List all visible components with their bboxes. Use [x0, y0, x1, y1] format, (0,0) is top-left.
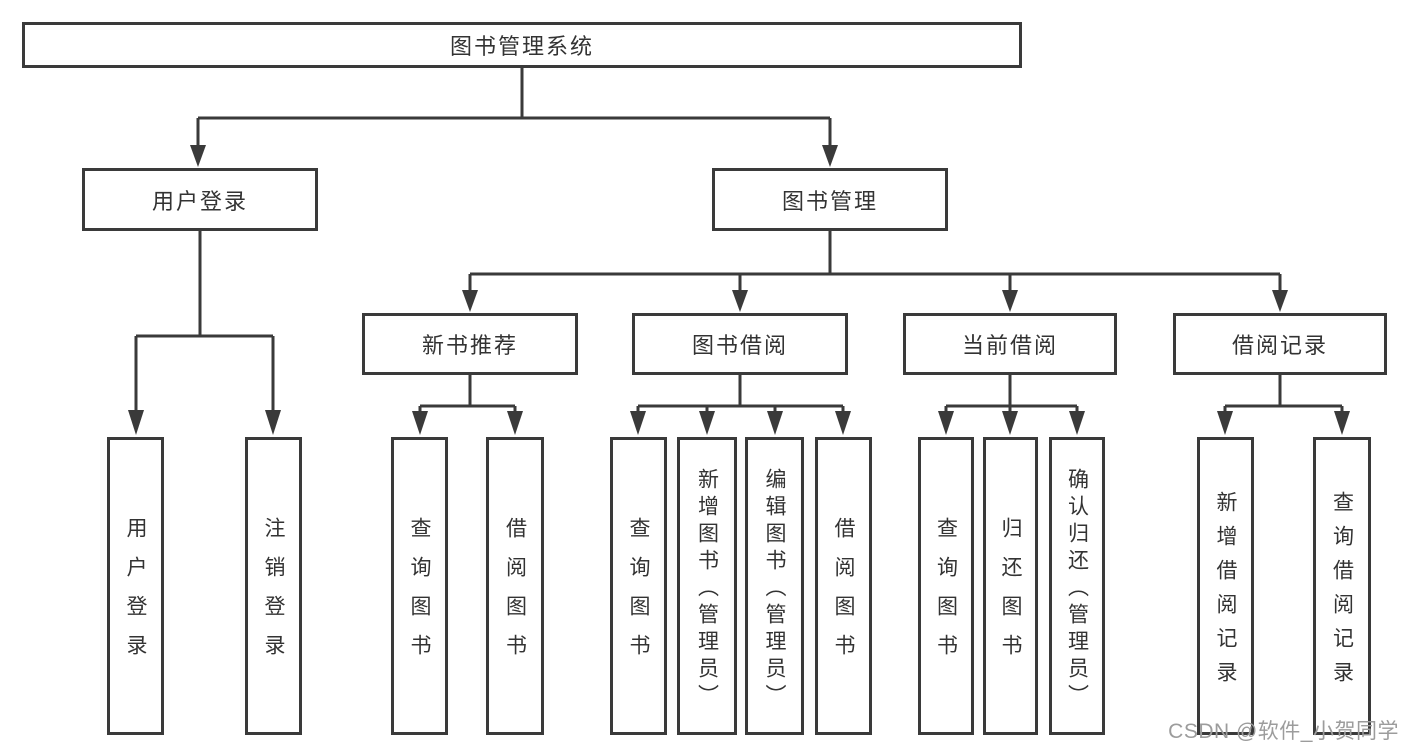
leaf-records-query-record: 查询借阅记录 — [1313, 437, 1371, 735]
node-book-borrowing: 图书借阅 — [632, 313, 848, 375]
node-library-system-label: 图书管理系统 — [449, 34, 594, 59]
leaf-records-add-record: 新增借阅记录 — [1197, 437, 1254, 735]
node-borrowing-records: 借阅记录 — [1173, 313, 1387, 375]
node-new-book-recommend: 新书推荐 — [362, 313, 578, 375]
edge-current-borrowing-to-leaves — [938, 375, 1085, 435]
node-book-management: 图书管理 — [712, 168, 948, 231]
leaf-current-return-books-label: 归还图书 — [999, 517, 1022, 673]
node-current-borrowing-label: 当前借阅 — [961, 333, 1058, 358]
csdn-watermark: CSDN @软件_小贺同学 — [1168, 720, 1399, 743]
node-borrowing-records-label: 借阅记录 — [1231, 333, 1328, 358]
leaf-current-query-books: 查询图书 — [918, 437, 974, 735]
leaf-current-query-books-label: 查询图书 — [934, 517, 958, 673]
leaf-logout: 注销登录 — [245, 437, 302, 735]
leaf-newbooks-borrow-books-label: 借阅图书 — [503, 517, 527, 673]
leaf-records-query-record-label: 查询借阅记录 — [1330, 490, 1354, 695]
edge-root-to-level1 — [190, 68, 838, 167]
leaf-borrow-add-books-admin-label: 新增图书（管理员） — [695, 467, 719, 711]
node-library-system: 图书管理系统 — [22, 22, 1022, 68]
leaf-borrow-borrow-books: 借阅图书 — [815, 437, 872, 735]
leaf-records-add-record-label: 新增借阅记录 — [1214, 490, 1237, 695]
leaf-logout-label: 注销登录 — [262, 517, 285, 673]
node-new-book-recommend-label: 新书推荐 — [421, 333, 518, 358]
edge-book-borrowing-to-leaves — [630, 375, 851, 435]
leaf-user-login-label: 用户登录 — [124, 517, 147, 673]
node-book-management-label: 图书管理 — [781, 188, 878, 214]
node-user-login-label: 用户登录 — [151, 188, 248, 214]
leaf-current-return-books: 归还图书 — [983, 437, 1038, 735]
edge-borrowing-records-to-leaves — [1217, 375, 1350, 435]
leaf-current-confirm-return-admin: 确认归还（管理员） — [1049, 437, 1105, 735]
leaf-newbooks-query-books: 查询图书 — [391, 437, 448, 735]
leaf-borrow-query-books: 查询图书 — [610, 437, 667, 735]
leaf-borrow-add-books-admin: 新增图书（管理员） — [677, 437, 737, 735]
leaf-newbooks-query-books-label: 查询图书 — [408, 517, 431, 673]
leaf-user-login: 用户登录 — [107, 437, 164, 735]
node-book-borrowing-label: 图书借阅 — [691, 333, 788, 358]
leaf-borrow-edit-books-admin: 编辑图书（管理员） — [745, 437, 804, 735]
leaf-borrow-borrow-books-label: 借阅图书 — [832, 517, 855, 673]
edge-new-book-recommend-to-leaves — [412, 375, 523, 435]
leaf-current-confirm-return-admin-label: 确认归还（管理员） — [1065, 467, 1089, 711]
leaf-borrow-edit-books-admin-label: 编辑图书（管理员） — [763, 467, 786, 711]
node-current-borrowing: 当前借阅 — [903, 313, 1117, 375]
edge-user-login-to-leaves — [128, 231, 281, 435]
leaf-borrow-query-books-label: 查询图书 — [627, 517, 650, 673]
edge-book-management-to-level2 — [462, 231, 1288, 312]
node-user-login: 用户登录 — [82, 168, 318, 231]
leaf-newbooks-borrow-books: 借阅图书 — [486, 437, 544, 735]
